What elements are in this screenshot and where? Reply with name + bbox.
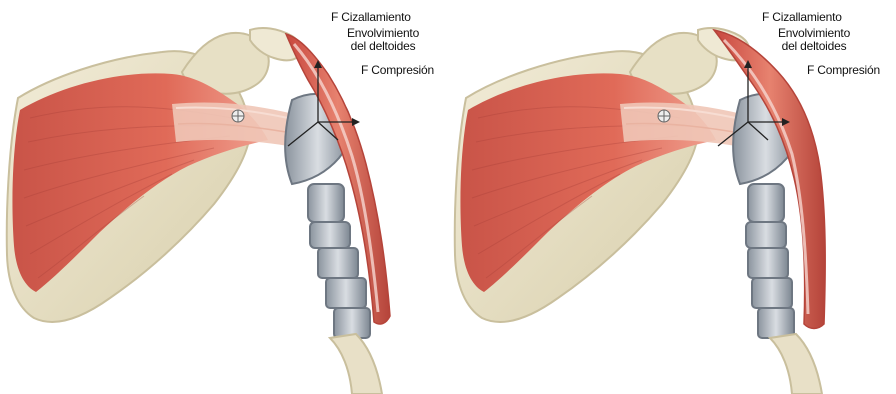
- label-deltoid-wrap-line2: del deltoides: [768, 40, 860, 53]
- figure-right: F Cizallamiento Envolvimiento del deltoi…: [448, 0, 896, 394]
- label-shear: F Cizallamiento: [331, 11, 411, 24]
- label-compression: F Compresión: [361, 64, 434, 77]
- label-shear: F Cizallamiento: [762, 11, 842, 24]
- tendon-band: [620, 102, 742, 146]
- label-deltoid-wrap: Envolvimiento del deltoides: [768, 27, 860, 53]
- shoulder-illustration-left: [0, 0, 448, 394]
- label-deltoid-wrap: Envolvimiento del deltoides: [338, 27, 428, 53]
- shoulder-illustration-right: [448, 0, 896, 394]
- tendon-band: [172, 102, 294, 146]
- label-compression: F Compresión: [807, 64, 880, 77]
- figure-left: F Cizallamiento Envolvimiento del deltoi…: [0, 0, 448, 394]
- label-deltoid-wrap-line2: del deltoides: [338, 40, 428, 53]
